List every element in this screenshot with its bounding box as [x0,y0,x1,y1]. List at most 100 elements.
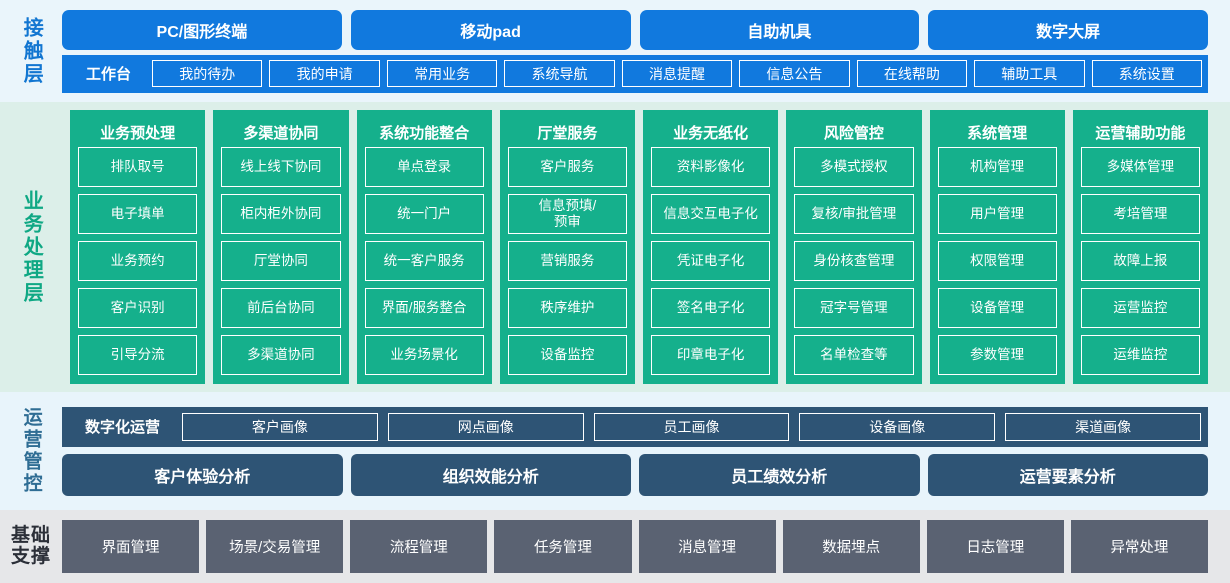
biz-item[interactable]: 信息预填/ 预审 [507,194,627,234]
biz-column-title: 系统功能整合 [379,124,470,142]
analysis-item-operation-factors[interactable]: 运营要素分析 [927,453,1208,496]
biz-item[interactable]: 权限管理 [937,241,1057,281]
biz-item[interactable]: 多渠道协同 [221,335,341,375]
biz-item[interactable]: 业务场景化 [364,335,484,375]
layer-label-contact: 接触层 [0,0,62,102]
biz-item[interactable]: 资料影像化 [651,147,771,187]
biz-column-paperless: 业务无纸化 资料影像化 信息交互电子化 凭证电子化 签名电子化 印章电子化 [643,110,779,384]
layer-base-support: 基础 支撑 界面管理 场景/交易管理 流程管理 任务管理 消息管理 数据埋点 日… [0,510,1230,583]
digital-operations-row: 数字化运营 客户画像 网点画像 员工画像 设备画像 渠道画像 [62,406,1208,447]
biz-column-title: 风险管控 [823,124,884,142]
biz-column-operation-support: 运营辅助功能 多媒体管理 考培管理 故障上报 运营监控 运维监控 [1072,110,1208,384]
biz-column-title: 厅堂服务 [537,124,598,142]
biz-item-list: 机构管理 用户管理 权限管理 设备管理 参数管理 [937,147,1057,375]
layer-label-business: 业务处理层 [0,102,62,392]
biz-column-title: 业务预处理 [100,124,176,142]
biz-item[interactable]: 用户管理 [937,194,1057,234]
layer-base-body: 界面管理 场景/交易管理 流程管理 任务管理 消息管理 数据埋点 日志管理 异常… [62,510,1230,583]
biz-item-list: 多模式授权 复核/审批管理 身份核查管理 冠字号管理 名单检查等 [794,147,914,375]
analysis-item-org-efficiency[interactable]: 组织效能分析 [350,453,631,496]
workbench-row: 工作台 我的待办 我的申请 常用业务 系统导航 消息提醒 信息公告 在线帮助 辅… [62,54,1208,93]
portrait-item-channel[interactable]: 渠道画像 [1005,412,1201,441]
biz-item[interactable]: 多媒体管理 [1080,147,1200,187]
portrait-item-customer[interactable]: 客户画像 [182,412,378,441]
biz-item[interactable]: 运维监控 [1080,335,1200,375]
biz-item[interactable]: 业务预约 [78,241,198,281]
workbench-item-common-business[interactable]: 常用业务 [386,60,498,87]
base-item-scenario-transaction-management[interactable]: 场景/交易管理 [206,520,344,573]
biz-item[interactable]: 客户服务 [507,147,627,187]
workbench-item-message-alert[interactable]: 消息提醒 [621,60,733,87]
biz-item[interactable]: 身份核查管理 [794,241,914,281]
channel-button-self-service[interactable]: 自助机具 [639,9,920,50]
layer-label-operations: 运营管控 [0,392,62,510]
portrait-item-device[interactable]: 设备画像 [799,412,996,441]
biz-item[interactable]: 名单检查等 [794,335,914,375]
base-item-message-management[interactable]: 消息管理 [638,520,776,573]
biz-item[interactable]: 冠字号管理 [794,288,914,328]
base-item-log-management[interactable]: 日志管理 [926,520,1064,573]
analysis-item-customer-experience[interactable]: 客户体验分析 [62,453,343,496]
base-item-data-tracking[interactable]: 数据埋点 [782,520,920,573]
biz-item[interactable]: 单点登录 [364,147,484,187]
biz-item[interactable]: 电子填单 [78,194,198,234]
portrait-item-employee[interactable]: 员工画像 [593,412,790,441]
biz-item-list: 资料影像化 信息交互电子化 凭证电子化 签名电子化 印章电子化 [651,147,771,375]
base-item-exception-handling[interactable]: 异常处理 [1070,520,1208,573]
biz-item[interactable]: 设备管理 [937,288,1057,328]
biz-item[interactable]: 秩序维护 [507,288,627,328]
layer-label-contact-text: 接触层 [20,16,43,86]
workbench-item-my-application[interactable]: 我的申请 [269,60,380,87]
biz-item-list: 客户服务 信息预填/ 预审 营销服务 秩序维护 设备监控 [507,147,627,375]
biz-item[interactable]: 签名电子化 [651,288,771,328]
channel-row: PC/图形终端 移动pad 自助机具 数字大屏 [62,9,1208,50]
biz-item-list: 多媒体管理 考培管理 故障上报 运营监控 运维监控 [1080,147,1200,375]
biz-item[interactable]: 凭证电子化 [651,241,771,281]
channel-button-pc[interactable]: PC/图形终端 [62,9,342,50]
workbench-item-online-help[interactable]: 在线帮助 [856,60,968,87]
workbench-item-system-settings[interactable]: 系统设置 [1091,60,1202,87]
biz-column-title: 系统管理 [967,124,1028,142]
digital-operations-title: 数字化运营 [85,419,161,436]
biz-item[interactable]: 故障上报 [1080,241,1200,281]
biz-item-list: 线上线下协同 柜内柜外协同 厅堂协同 前后台协同 多渠道协同 [221,147,341,375]
biz-item[interactable]: 设备监控 [507,335,627,375]
workbench-item-announcement[interactable]: 信息公告 [739,60,850,87]
biz-item[interactable]: 柜内柜外协同 [221,194,341,234]
biz-item[interactable]: 营销服务 [507,241,627,281]
analysis-item-employee-performance[interactable]: 员工绩效分析 [639,453,920,496]
layer-label-operations-text: 运营管控 [20,407,42,495]
biz-item[interactable]: 信息交互电子化 [651,194,771,234]
biz-item[interactable]: 前后台协同 [221,288,341,328]
biz-column-system-integration: 系统功能整合 单点登录 统一门户 统一客户服务 界面/服务整合 业务场景化 [356,110,492,384]
layer-contact-body: PC/图形终端 移动pad 自助机具 数字大屏 工作台 我的待办 我的申请 常用… [62,0,1230,102]
biz-item[interactable]: 引导分流 [78,335,198,375]
biz-item[interactable]: 印章电子化 [651,335,771,375]
biz-column-risk-control: 风险管控 多模式授权 复核/审批管理 身份核查管理 冠字号管理 名单检查等 [786,110,922,384]
base-item-process-management[interactable]: 流程管理 [350,520,488,573]
biz-item[interactable]: 考培管理 [1080,194,1200,234]
channel-button-mobile-pad[interactable]: 移动pad [350,9,631,50]
channel-button-digital-screen[interactable]: 数字大屏 [928,9,1208,50]
workbench-item-aux-tools[interactable]: 辅助工具 [974,60,1085,87]
workbench-item-my-todo[interactable]: 我的待办 [152,60,263,87]
biz-item[interactable]: 机构管理 [937,147,1057,187]
biz-item[interactable]: 参数管理 [937,335,1057,375]
biz-item[interactable]: 厅堂协同 [221,241,341,281]
layer-label-business-text: 业务处理层 [20,189,43,305]
biz-item[interactable]: 复核/审批管理 [794,194,914,234]
portrait-item-branch[interactable]: 网点画像 [387,412,584,441]
biz-item[interactable]: 客户识别 [78,288,198,328]
biz-item[interactable]: 运营监控 [1080,288,1200,328]
biz-item[interactable]: 统一门户 [364,194,484,234]
biz-item[interactable]: 统一客户服务 [364,241,484,281]
workbench-item-system-navigation[interactable]: 系统导航 [504,60,615,87]
biz-item[interactable]: 界面/服务整合 [364,288,484,328]
biz-item[interactable]: 线上线下协同 [221,147,341,187]
base-item-task-management[interactable]: 任务管理 [494,520,632,573]
biz-item[interactable]: 多模式授权 [794,147,914,187]
biz-item-list: 排队取号 电子填单 业务预约 客户识别 引导分流 [78,147,198,375]
layer-business-body: 业务预处理 排队取号 电子填单 业务预约 客户识别 引导分流 多渠道协同 线上线… [62,102,1230,392]
base-item-ui-management[interactable]: 界面管理 [62,520,200,573]
biz-item[interactable]: 排队取号 [78,147,198,187]
